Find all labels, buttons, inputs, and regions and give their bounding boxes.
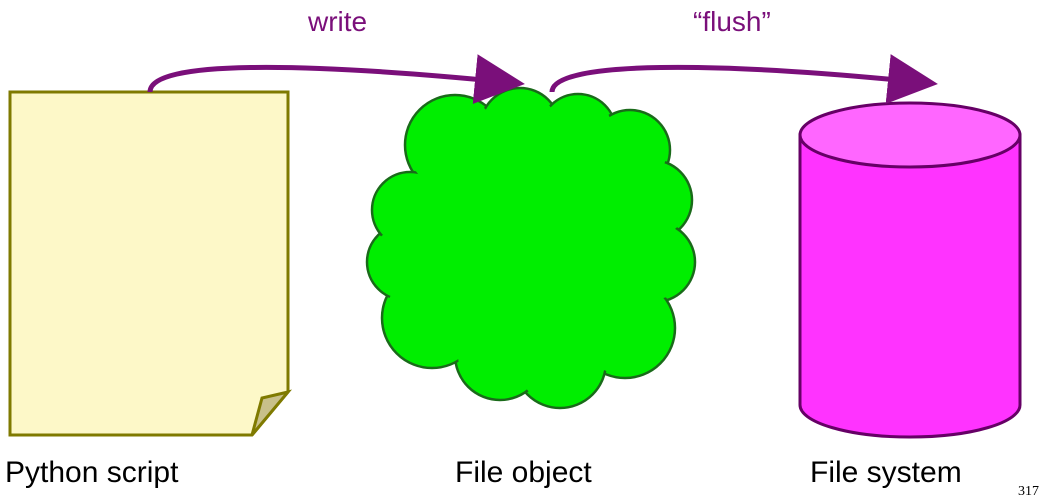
write-arrow-label: write <box>308 6 368 37</box>
file-object-label: File object <box>455 456 592 489</box>
flush-arrow-label: “flush” <box>693 6 771 37</box>
python-script-label: Python script <box>5 456 179 489</box>
write-arrow <box>147 54 525 104</box>
python-script-document-icon <box>8 90 293 437</box>
file-object-cloud-icon <box>365 86 697 410</box>
file-system-cylinder-icon <box>798 101 1022 439</box>
page-number: 317 <box>1018 484 1039 499</box>
file-system-label: File system <box>810 456 962 489</box>
flush-arrow <box>549 54 938 104</box>
